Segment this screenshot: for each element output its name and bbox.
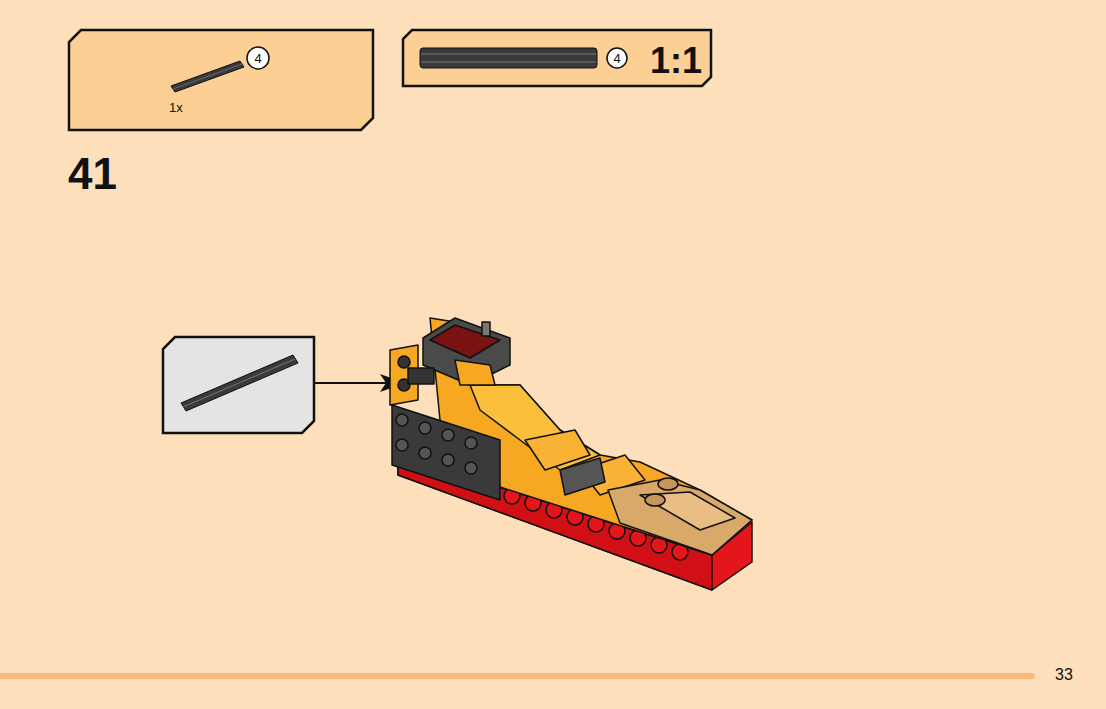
- page-rule: [0, 673, 1032, 679]
- quantity-label: 1x: [169, 101, 183, 114]
- callout-number: 4: [254, 52, 261, 65]
- scale-label: 1:1: [650, 43, 702, 79]
- page-number: 33: [1055, 667, 1073, 683]
- callout-number: 4: [246, 46, 270, 70]
- axle-part: [171, 61, 244, 92]
- parts-box: 1x 4: [69, 30, 373, 130]
- axle-ruler: [420, 48, 597, 68]
- callout-box: [163, 337, 314, 433]
- ruler-panel: [403, 30, 711, 86]
- callout-number: 4: [606, 47, 628, 69]
- panel-border: [69, 30, 373, 130]
- callout-number: 4: [613, 52, 620, 65]
- step-number: 41: [68, 152, 117, 196]
- callout-circle: [247, 47, 269, 69]
- parts-panel: [69, 30, 373, 130]
- callout-circle: [607, 48, 627, 68]
- lego-model: [390, 318, 752, 590]
- ruler-box: 1:1 4: [403, 30, 711, 86]
- panel-border: [403, 30, 711, 86]
- parts-box-outline: [69, 30, 373, 130]
